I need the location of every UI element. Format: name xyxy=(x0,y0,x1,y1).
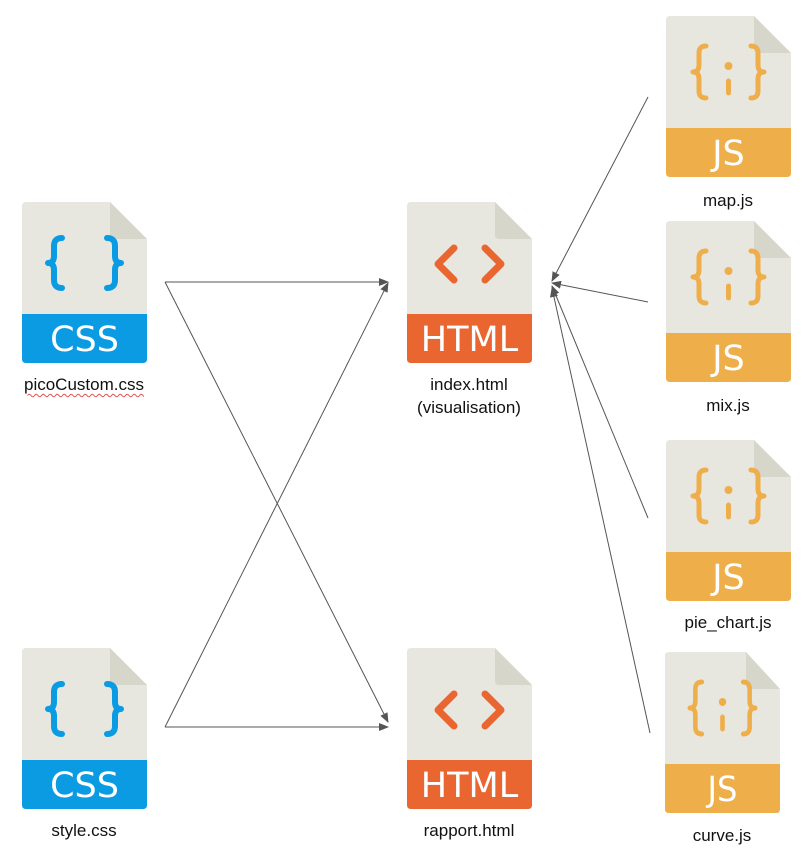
file-type-band xyxy=(407,314,532,363)
file-type-band xyxy=(665,764,780,813)
arrow-mix-to-index xyxy=(551,280,649,303)
file-type-band xyxy=(22,760,147,809)
arrow-map-to-index xyxy=(551,96,649,282)
file-type-label: CSS xyxy=(50,320,119,360)
file-label-picocustom: picoCustom.css xyxy=(24,375,144,394)
file-type-label: JS xyxy=(706,769,738,810)
arrow-pie-to-index xyxy=(551,285,649,519)
js-file-icon[interactable]: JS xyxy=(666,440,791,601)
js-file-icon[interactable]: JS xyxy=(666,221,791,382)
file-type-label: JS xyxy=(710,339,745,379)
file-type-band xyxy=(22,314,147,363)
file-type-band xyxy=(666,333,791,382)
braces-icon xyxy=(45,681,124,737)
file-type-label: JS xyxy=(710,134,745,174)
file-label-style: style.css xyxy=(51,821,117,840)
arrow-curve-to-index xyxy=(550,287,651,734)
html-file-icon[interactable]: HTML xyxy=(407,202,532,363)
js-braces-icon xyxy=(690,43,767,101)
file-type-label: CSS xyxy=(50,766,119,806)
css-file-icon[interactable]: CSS xyxy=(22,648,147,809)
arrow-style-to-index xyxy=(164,282,389,728)
arrow-pico-to-rapport xyxy=(164,281,389,723)
js-file-icon[interactable]: JS xyxy=(665,652,780,813)
file-label-mix: mix.js xyxy=(706,396,750,415)
braces-icon xyxy=(45,235,124,291)
js-braces-icon xyxy=(690,248,767,306)
html-file-icon[interactable]: HTML xyxy=(407,648,532,809)
file-type-label: HTML xyxy=(421,766,519,806)
js-braces-icon xyxy=(690,467,767,525)
file-label-index: index.html xyxy=(430,375,508,394)
js-file-icon[interactable]: JS xyxy=(666,16,791,177)
file-type-band xyxy=(666,552,791,601)
file-type-band xyxy=(666,128,791,177)
file-sublabel-index: (visualisation) xyxy=(417,398,521,417)
file-type-label: HTML xyxy=(421,320,519,360)
file-label-rapport: rapport.html xyxy=(423,821,515,840)
js-braces-icon xyxy=(687,679,758,737)
file-label-map: map.js xyxy=(702,191,754,210)
code-brackets-icon xyxy=(434,244,505,284)
file-type-band xyxy=(407,760,532,809)
code-brackets-icon xyxy=(434,690,505,730)
file-label-curve: curve.js xyxy=(692,826,752,845)
file-type-label: JS xyxy=(710,558,745,598)
css-file-icon[interactable]: CSS xyxy=(22,202,147,363)
file-label-pie-chart: pie_chart.js xyxy=(684,613,772,632)
